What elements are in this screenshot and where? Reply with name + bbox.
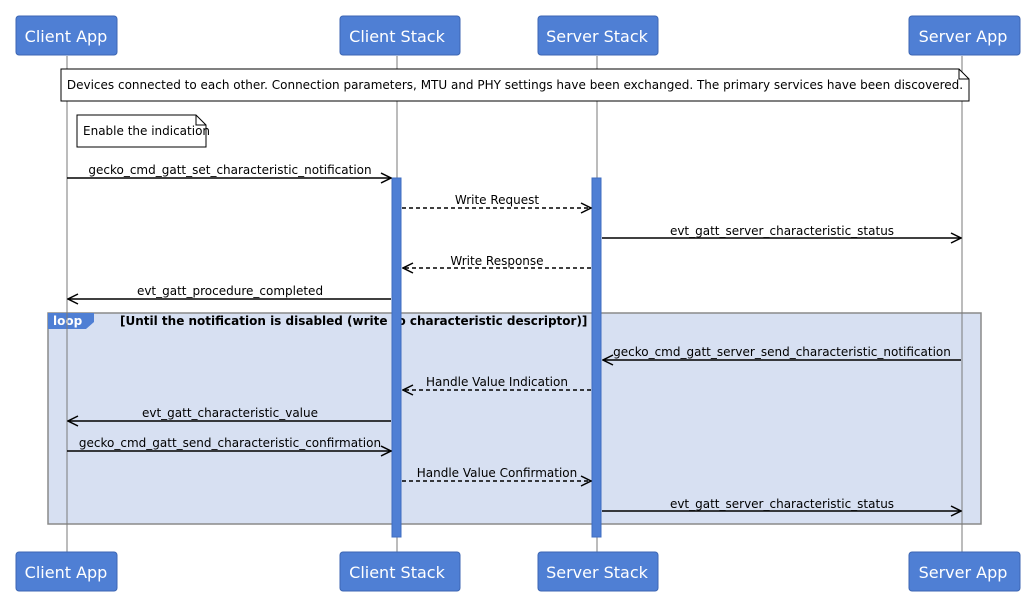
note-connection: Devices connected to each other. Connect… [60,68,970,102]
message-label: gecko_cmd_gatt_set_characteristic_notifi… [88,163,371,177]
message: gecko_cmd_gatt_send_characteristic_confi… [67,436,391,451]
note-connection-text: Devices connected to each other. Connect… [67,78,963,92]
loop-fragment: loop [Until the notification is disabled… [47,312,982,525]
activation-server-stack [591,177,602,538]
message: Handle Value Indication [403,375,591,390]
message-label: evt_gatt_server_characteristic_status [670,497,894,511]
loop-tab [48,313,94,329]
participant-client-app-bottom: Client App [15,551,118,592]
participant-client-stack-top: Client Stack [339,15,461,56]
message: evt_gatt_characteristic_value [68,406,391,421]
message: Write Request [402,193,591,208]
message-label: gecko_cmd_gatt_server_send_characteristi… [613,345,951,359]
participant-label: Client App [25,563,108,582]
participant-label: Client App [25,27,108,46]
message-label: Handle Value Confirmation [417,466,578,480]
message: evt_gatt_procedure_completed [68,284,391,299]
note-enable-text: Enable the indication [83,124,210,138]
message-label: Handle Value Indication [426,375,568,389]
message: evt_gatt_server_characteristic_status [602,224,961,238]
participant-label: Server Stack [546,27,649,46]
participant-client-stack-bottom: Client Stack [339,551,461,592]
message: gecko_cmd_gatt_set_characteristic_notifi… [67,163,391,178]
message-label: evt_gatt_procedure_completed [137,284,323,298]
participant-server-stack-bottom: Server Stack [537,551,659,592]
message-label: evt_gatt_characteristic_value [142,406,318,420]
note-enable-indication: Enable the indication [76,114,210,148]
participant-label: Server App [919,27,1008,46]
message-label: Write Request [455,193,540,207]
participant-server-app-top: Server App [908,15,1021,56]
participant-server-app-bottom: Server App [908,551,1021,592]
message: evt_gatt_server_characteristic_status [602,497,961,511]
loop-keyword: loop [53,314,83,328]
participant-label: Server Stack [546,563,649,582]
message: gecko_cmd_gatt_server_send_characteristi… [603,345,961,360]
message: Handle Value Confirmation [402,466,591,481]
loop-condition: [Until the notification is disabled (wri… [120,314,587,328]
message: Write Response [403,254,591,268]
participant-label: Server App [919,563,1008,582]
participant-label: Client Stack [349,27,445,46]
message-label: evt_gatt_server_characteristic_status [670,224,894,238]
participant-client-app-top: Client App [15,15,118,56]
activation-client-stack [391,177,402,538]
loop-frame [47,312,982,525]
message-label: gecko_cmd_gatt_send_characteristic_confi… [79,436,381,450]
message-label: Write Response [450,254,543,268]
participant-server-stack-top: Server Stack [537,15,659,56]
participant-label: Client Stack [349,563,445,582]
